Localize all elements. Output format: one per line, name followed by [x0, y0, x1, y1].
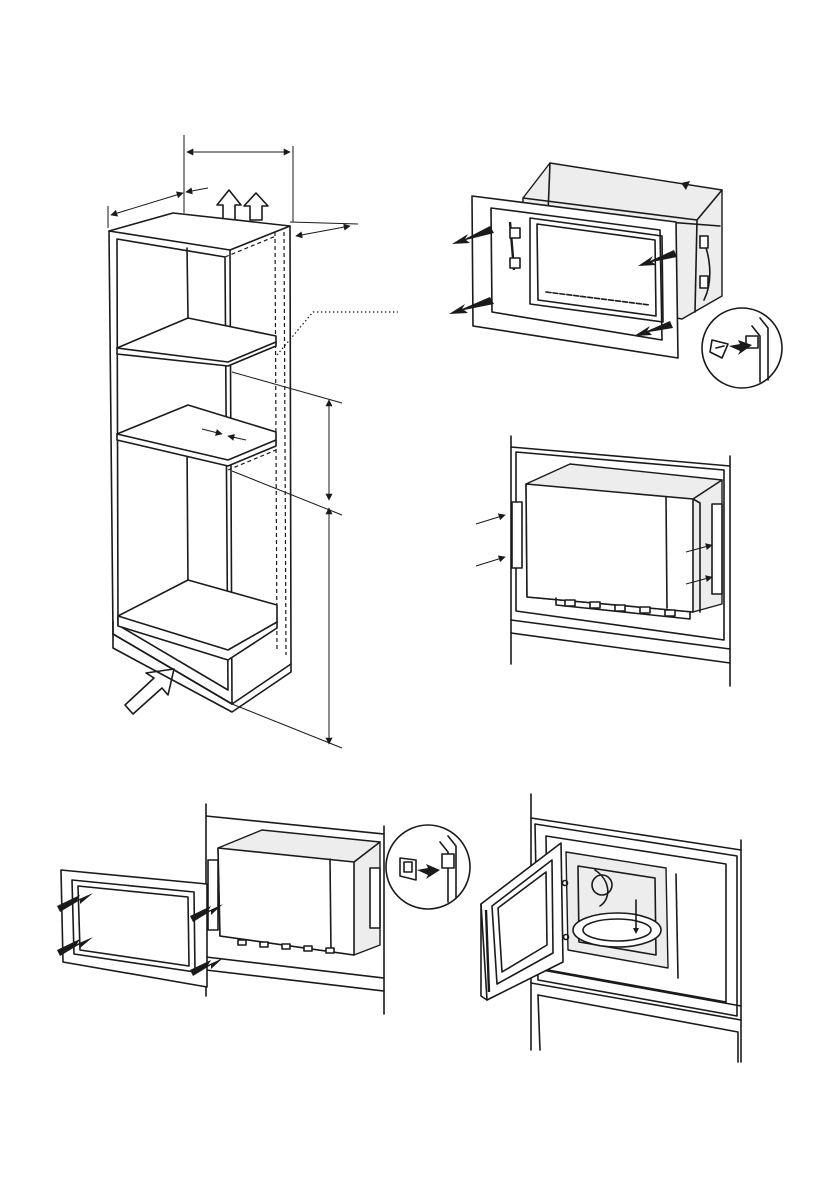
up-arrow-icon: [217, 190, 241, 222]
up-arrow-icon: [244, 193, 268, 220]
oven-behind-frame: [208, 830, 380, 955]
screw-icon: [476, 515, 505, 524]
leader-line: [277, 312, 398, 355]
panel-oven-in-niche: [476, 436, 730, 686]
panel-frame-removal: [449, 163, 782, 388]
panel-cabinet: [108, 135, 398, 748]
panel-frame-attach: [57, 804, 470, 1014]
panel-door-open-installed: [481, 794, 741, 1062]
screw-icon: [476, 557, 505, 566]
large-outline-arrow-icon: [125, 669, 174, 714]
trim-frame-attach: [61, 870, 207, 987]
magnify-circle-icon: [702, 308, 782, 388]
oven-installed: [512, 464, 722, 619]
magnify-circle-icon: [386, 825, 470, 909]
